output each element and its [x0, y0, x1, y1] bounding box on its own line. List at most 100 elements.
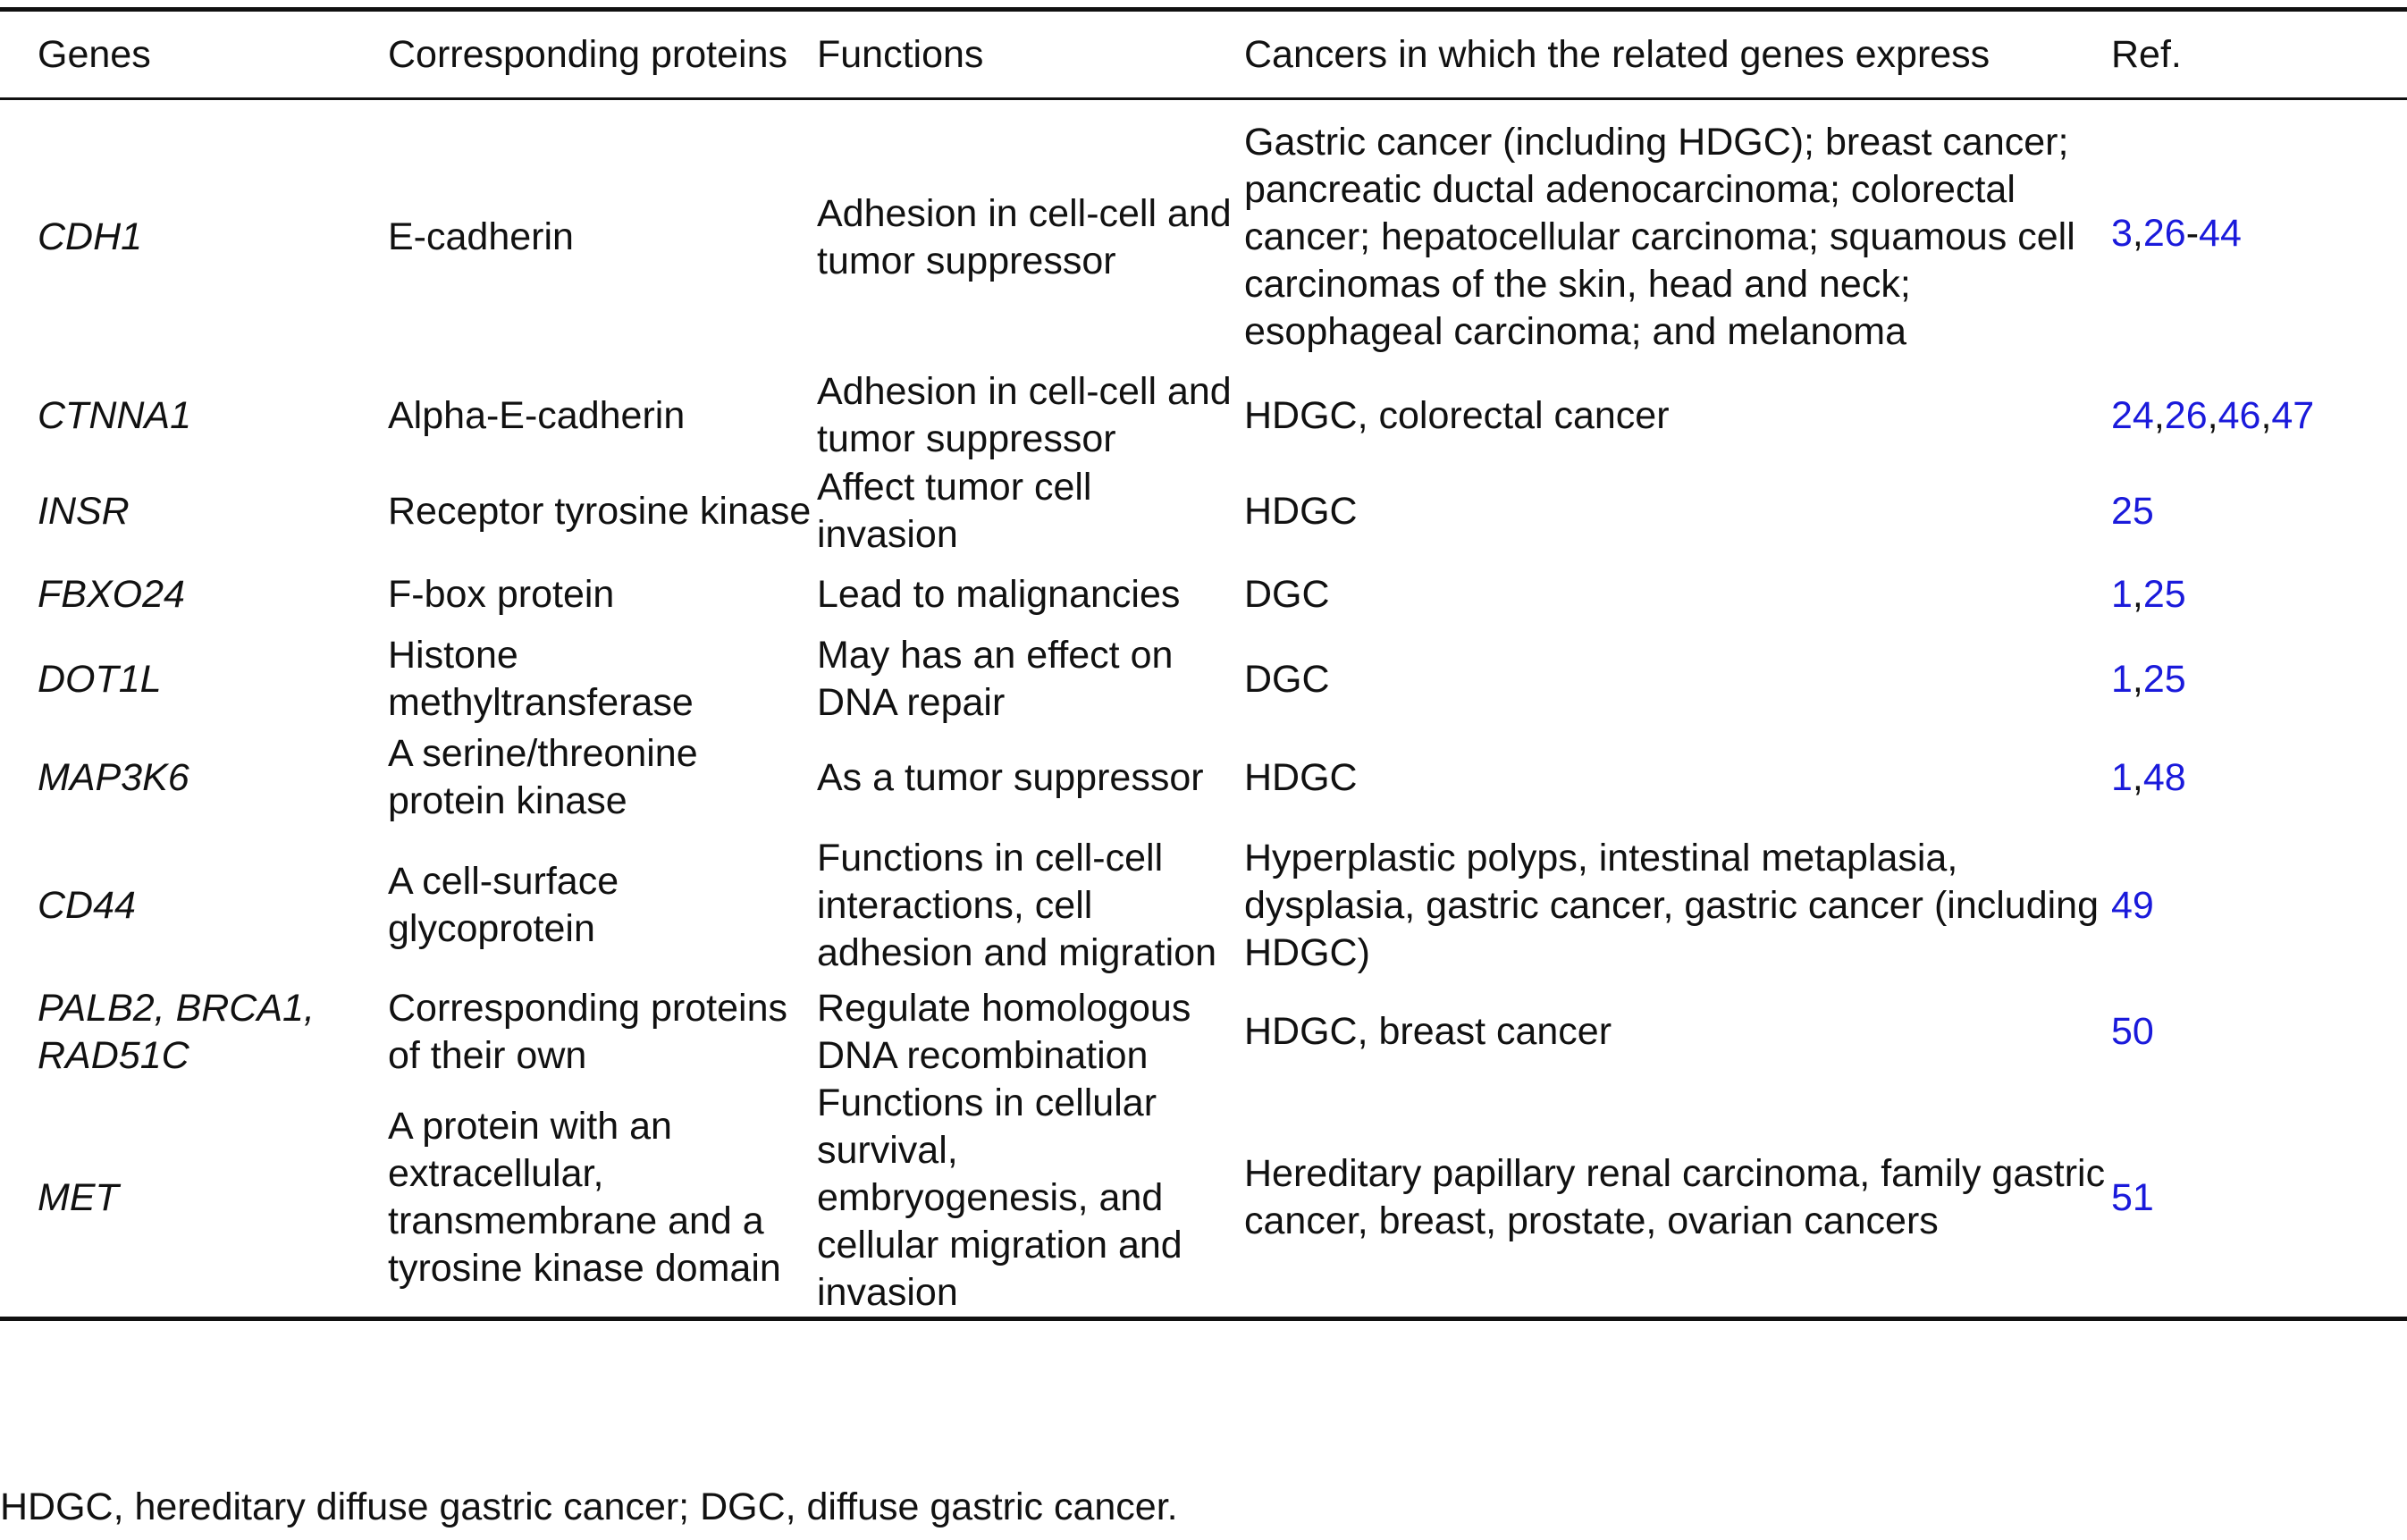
cancers-cell: HDGC	[1244, 464, 2111, 560]
gene-cell: CTNNA1	[0, 368, 388, 464]
cancers-cell-text: DGC	[1244, 657, 1330, 701]
function-cell-text: Adhesion in cell-cell and tumor suppress…	[817, 191, 1232, 282]
ref-cell: 51	[2111, 1080, 2407, 1319]
gene-cell: FBXO24	[0, 560, 388, 630]
ref-cell: 1,48	[2111, 729, 2407, 827]
ref-link[interactable]: 26	[2164, 393, 2208, 437]
ref-link[interactable]: 46	[2218, 393, 2261, 437]
ref-link[interactable]: 25	[2142, 572, 2186, 616]
protein-cell: Alpha-E-cadherin	[388, 368, 817, 464]
cancers-cell: Hyperplastic polyps, intestinal metaplas…	[1244, 827, 2111, 985]
function-cell-text: Regulate homologous DNA recombination	[817, 986, 1191, 1077]
function-cell: May has an effect on DNA repair	[817, 630, 1244, 729]
protein-cell-text: Corresponding proteins of their own	[388, 986, 787, 1077]
cancers-cell-text: HDGC, breast cancer	[1244, 1010, 1612, 1053]
function-cell: Lead to malignancies	[817, 560, 1244, 630]
ref-separator: ,	[2132, 657, 2143, 701]
protein-cell-text: A cell-surface glycoprotein	[388, 860, 619, 950]
ref-link[interactable]: 26	[2142, 212, 2186, 256]
function-cell: Functions in cell-cell interactions, cel…	[817, 827, 1244, 985]
ref-link[interactable]: 3	[2111, 212, 2133, 256]
ref-separator: ,	[2132, 755, 2143, 799]
function-cell-text: Adhesion in cell-cell and tumor suppress…	[817, 370, 1232, 460]
protein-cell-text: A protein with an extracellular, transme…	[388, 1105, 781, 1290]
cancers-cell: DGC	[1244, 630, 2111, 729]
gene-cell-text: MET	[38, 1175, 119, 1219]
protein-cell: E-cadherin	[388, 99, 817, 368]
gene-cell: DOT1L	[0, 630, 388, 729]
function-cell: Regulate homologous DNA recombination	[817, 985, 1244, 1080]
protein-cell: Histone methyltransferase	[388, 630, 817, 729]
ref-link[interactable]: 1	[2111, 755, 2133, 799]
gene-cell-text: CTNNA1	[38, 393, 192, 437]
protein-cell-text: E-cadherin	[388, 215, 574, 259]
header-genes: Genes	[38, 32, 151, 76]
table-header: Genes Corresponding proteins Functions C…	[0, 9, 2407, 99]
protein-cell-text: Alpha-E-cadherin	[388, 393, 686, 437]
cancers-cell: Gastric cancer (including HDGC); breast …	[1244, 99, 2111, 368]
ref-cell: 3,26-44	[2111, 99, 2407, 368]
table-row: CD44 A cell-surface glycoprotein Functions…	[0, 827, 2407, 985]
cancers-cell: Hereditary papillary renal carcinoma, fa…	[1244, 1080, 2111, 1319]
gene-cell: INSR	[0, 464, 388, 560]
function-cell-text: Functions in cell-cell interactions, cel…	[817, 836, 1217, 974]
function-cell: Functions in cellular survival, embryoge…	[817, 1080, 1244, 1319]
ref-separator: ,	[2132, 212, 2143, 256]
cancers-cell: HDGC, colorectal cancer	[1244, 368, 2111, 464]
gene-cell-text: INSR	[38, 489, 130, 533]
cancers-cell: HDGC	[1244, 729, 2111, 827]
ref-cell: 24,26,46,47	[2111, 368, 2407, 464]
protein-cell: F-box protein	[388, 560, 817, 630]
ref-link[interactable]: 25	[2142, 657, 2186, 701]
cancers-cell-text: Hereditary papillary renal carcinoma, fa…	[1244, 1152, 2106, 1242]
ref-separator: ,	[2207, 393, 2218, 437]
ref-link[interactable]: 1	[2111, 572, 2133, 616]
cancers-cell-text: HDGC, colorectal cancer	[1244, 393, 1670, 437]
cancers-cell-text: DGC	[1244, 572, 1330, 616]
gene-cell-text: PALB2, BRCA1, RAD51C	[38, 986, 315, 1077]
gene-cell: CD44	[0, 827, 388, 985]
table-row: PALB2, BRCA1, RAD51C Corresponding protei…	[0, 985, 2407, 1080]
ref-link[interactable]: 1	[2111, 657, 2133, 701]
protein-cell: A cell-surface glycoprotein	[388, 827, 817, 985]
function-cell-text: As a tumor suppressor	[817, 755, 1204, 799]
ref-link[interactable]: 51	[2111, 1175, 2154, 1219]
function-cell-text: Lead to malignancies	[817, 572, 1181, 616]
cancers-cell: DGC	[1244, 560, 2111, 630]
ref-link[interactable]: 24	[2111, 393, 2154, 437]
ref-cell: 25	[2111, 464, 2407, 560]
gene-cell: PALB2, BRCA1, RAD51C	[0, 985, 388, 1080]
header-row: Genes Corresponding proteins Functions C…	[0, 9, 2407, 99]
gene-cell-text: CD44	[38, 883, 136, 927]
function-cell-text: Functions in cellular survival, embryoge…	[817, 1081, 1182, 1314]
gene-table: Genes Corresponding proteins Functions C…	[0, 7, 2407, 1321]
table-row: CTNNA1 Alpha-E-cadherin Adhesion in cell-c…	[0, 368, 2407, 464]
table-footnote: HDGC, hereditary diffuse gastric cancer;…	[0, 1485, 1178, 1528]
gene-cell: CDH1	[0, 99, 388, 368]
cancers-cell-text: Gastric cancer (including HDGC); breast …	[1244, 121, 2075, 354]
ref-link[interactable]: 44	[2199, 212, 2242, 256]
ref-link[interactable]: 49	[2111, 883, 2154, 927]
function-cell-text: May has an effect on DNA repair	[817, 634, 1174, 724]
table-row: MET A protein with an extracellular, tran…	[0, 1080, 2407, 1319]
ref-link[interactable]: 48	[2142, 755, 2186, 799]
function-cell: As a tumor suppressor	[817, 729, 1244, 827]
header-cancers: Cancers in which the related genes expre…	[1244, 32, 1990, 76]
ref-link[interactable]: 25	[2111, 489, 2154, 533]
ref-link[interactable]: 50	[2111, 1010, 2154, 1053]
ref-cell: 49	[2111, 827, 2407, 985]
gene-cell-text: FBXO24	[38, 572, 185, 616]
function-cell-text: Affect tumor cell invasion	[817, 466, 1092, 556]
function-cell: Adhesion in cell-cell and tumor suppress…	[817, 99, 1244, 368]
ref-cell: 50	[2111, 985, 2407, 1080]
protein-cell-text: Receptor tyrosine kinase	[388, 489, 812, 533]
cancers-cell-text: Hyperplastic polyps, intestinal metaplas…	[1244, 836, 2099, 974]
ref-link[interactable]: 47	[2271, 393, 2315, 437]
